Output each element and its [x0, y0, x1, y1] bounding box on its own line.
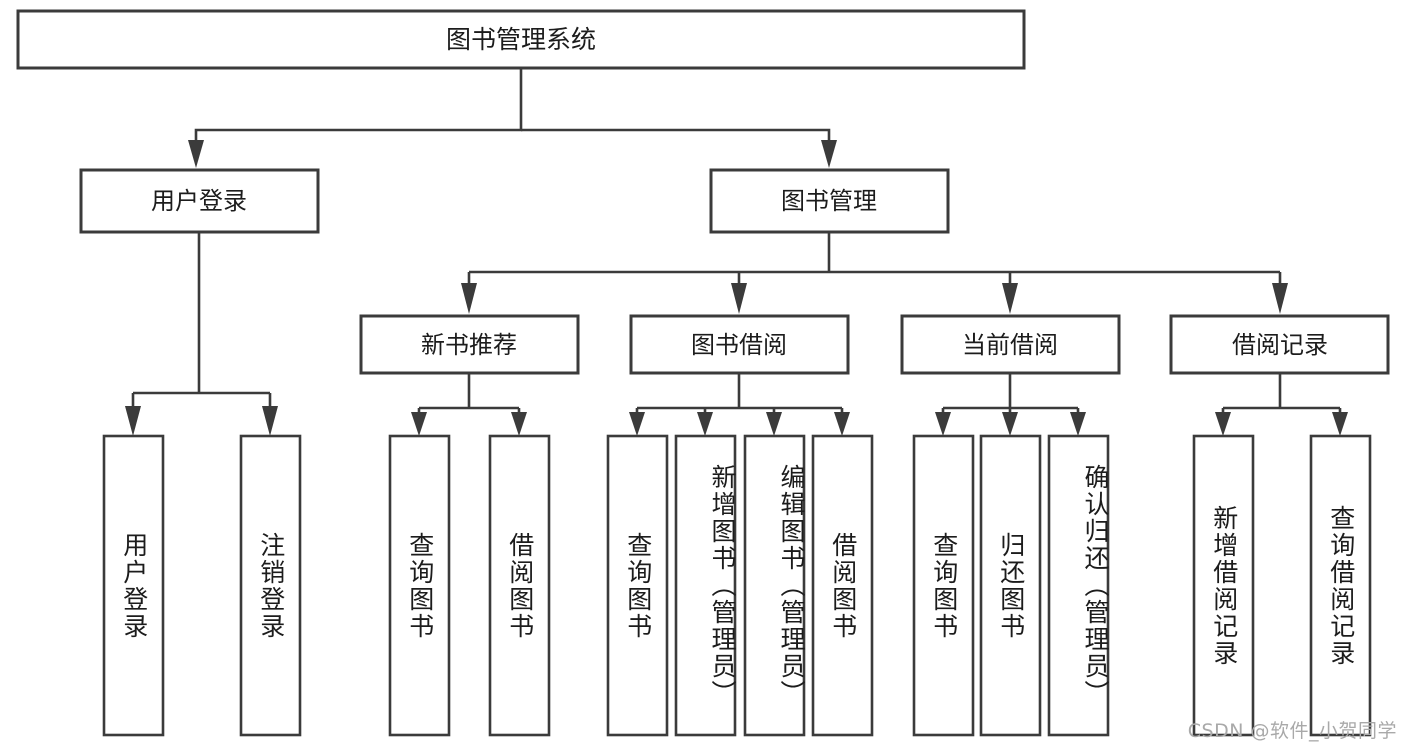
arrow-head-icon	[511, 412, 527, 436]
arrow-head-icon	[766, 412, 782, 436]
node-leaf-borrow-book-1[interactable]	[488, 434, 551, 737]
node-book-manage-label: 图书管理	[781, 187, 877, 215]
arrow-head-icon	[731, 283, 747, 314]
arrow-head-icon	[125, 406, 141, 436]
arrow-head-icon	[188, 140, 204, 168]
node-book-manage[interactable]: 图书管理	[709, 168, 950, 234]
connector-borrowrecord-to-leaves	[1215, 373, 1348, 436]
node-new-book-recommend[interactable]: 新书推荐	[359, 314, 580, 375]
arrow-head-icon	[834, 412, 850, 436]
node-leaf-confirm-return[interactable]	[1047, 434, 1110, 737]
node-root[interactable]: 图书管理系统	[16, 9, 1026, 70]
arrow-head-icon	[629, 412, 645, 436]
node-new-book-recommend-label: 新书推荐	[421, 331, 517, 359]
connector-currentborrow-to-leaves	[935, 373, 1086, 436]
node-leaf-query-book-3[interactable]	[912, 434, 975, 737]
node-leaf-return-book[interactable]	[979, 434, 1042, 737]
node-leaf-add-record[interactable]	[1192, 434, 1255, 737]
arrow-head-icon	[1215, 412, 1231, 436]
node-leaf-query-book-1[interactable]	[388, 434, 451, 737]
arrow-head-icon	[1002, 283, 1018, 314]
arrow-head-icon	[1002, 412, 1018, 436]
node-root-label: 图书管理系统	[446, 25, 596, 54]
connector-newbook-to-leaves	[411, 373, 527, 436]
connector-bookmanage-to-level3	[461, 232, 1288, 314]
connector-bookborrow-to-leaves	[629, 373, 850, 436]
node-borrow-record[interactable]: 借阅记录	[1169, 314, 1390, 375]
arrow-head-icon	[461, 283, 477, 314]
node-leaf-edit-book[interactable]	[743, 434, 806, 737]
node-user-login[interactable]: 用户登录	[79, 168, 320, 234]
arrow-head-icon	[697, 412, 713, 436]
arrow-head-icon	[1272, 283, 1288, 314]
arrow-head-icon	[821, 140, 837, 168]
arrow-head-icon	[1070, 412, 1086, 436]
node-leaf-query-record[interactable]	[1309, 434, 1372, 737]
node-book-borrow[interactable]: 图书借阅	[629, 314, 850, 375]
connector-userlogin-to-leaves	[125, 232, 278, 436]
node-leaf-user-login[interactable]	[102, 434, 165, 737]
node-leaf-borrow-book-2[interactable]	[811, 434, 874, 737]
arrow-head-icon	[1332, 412, 1348, 436]
node-leaf-logout-login[interactable]	[239, 434, 302, 737]
connector-root-to-level2	[188, 68, 837, 168]
arrow-head-icon	[411, 412, 427, 436]
node-current-borrow[interactable]: 当前借阅	[900, 314, 1121, 375]
node-current-borrow-label: 当前借阅	[962, 331, 1058, 359]
node-leaf-add-book[interactable]	[674, 434, 737, 737]
node-book-borrow-label: 图书借阅	[691, 331, 787, 359]
node-leaf-query-book-2[interactable]	[606, 434, 669, 737]
arrow-head-icon	[262, 406, 278, 436]
arrow-head-icon	[935, 412, 951, 436]
node-borrow-record-label: 借阅记录	[1232, 331, 1328, 359]
node-user-login-label: 用户登录	[151, 187, 247, 215]
watermark-text: CSDN @软件_小贺同学	[1187, 720, 1397, 742]
